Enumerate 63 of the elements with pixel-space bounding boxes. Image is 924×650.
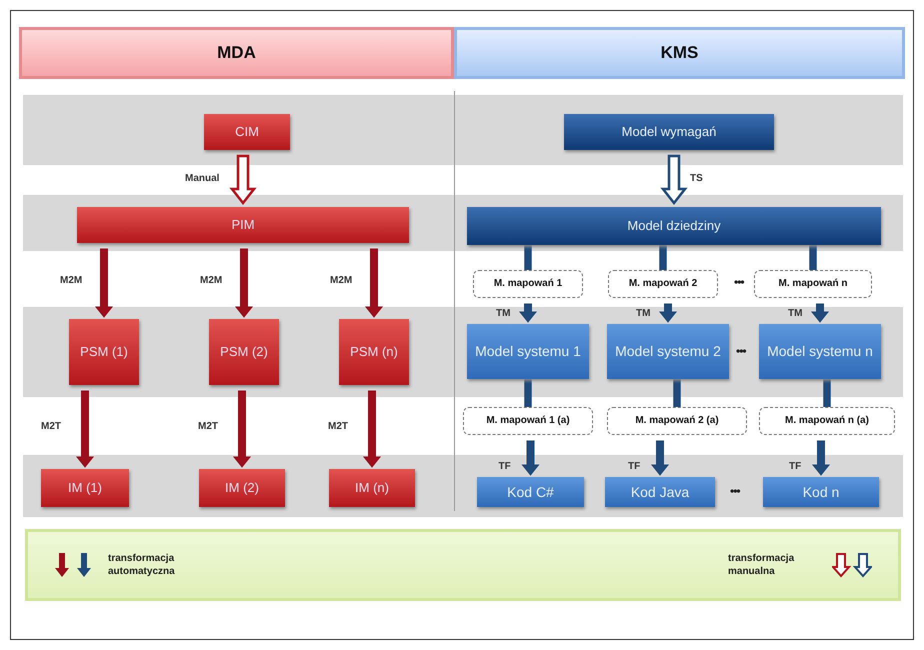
arrow (809, 244, 817, 270)
arrow (673, 378, 681, 408)
model-box: IM (2) (199, 469, 285, 507)
arrow (812, 440, 830, 476)
model-box: Kod Java (605, 477, 715, 507)
model-box: Model systemu 2 (607, 324, 729, 379)
arrow (229, 154, 257, 206)
arrow (521, 440, 540, 476)
arrow (234, 248, 254, 318)
edge-label: TS (690, 172, 703, 184)
model-box: Model wymagań (564, 114, 774, 150)
edge-label: TF (789, 461, 802, 472)
model-box: CIM (204, 114, 290, 150)
edge-label: M2M (330, 275, 352, 286)
arrow (659, 244, 667, 270)
ellipsis: ••• (734, 275, 744, 289)
arrow (364, 248, 384, 318)
arrow (524, 378, 532, 408)
edge-label: TF (498, 461, 511, 472)
mapping-box: M. mapowań 2 (608, 270, 718, 298)
edge-label: M2M (60, 275, 82, 286)
edge-label: TM (788, 308, 802, 319)
model-box: Kod n (763, 477, 879, 507)
arrow (650, 440, 670, 476)
model-box: Model dziedziny (467, 207, 881, 245)
arrow (232, 390, 252, 468)
edge-label: TM (636, 308, 650, 319)
mapping-box: M. mapowań 1 (a) (463, 407, 593, 435)
column-header: KMS (454, 27, 905, 79)
arrow (658, 304, 678, 323)
mapping-box: M. mapowań 2 (a) (607, 407, 747, 435)
model-box: PSM (n) (339, 319, 409, 385)
ellipsis: ••• (736, 344, 746, 358)
model-box: Model systemu 1 (467, 324, 589, 379)
model-box: PSM (1) (69, 319, 139, 385)
ellipsis: ••• (730, 484, 740, 498)
arrow (660, 154, 688, 206)
edge-label: TM (496, 308, 510, 319)
legend-text: transformacja automatyczna (108, 552, 176, 578)
edge-label: M2T (328, 421, 348, 432)
edge-label: Manual (185, 172, 220, 184)
edge-label: M2T (198, 421, 218, 432)
mapping-box: M. mapowań 1 (473, 270, 583, 298)
legend-text: transformacja manualna (728, 552, 796, 578)
arrow (810, 304, 830, 323)
arrow (518, 304, 538, 323)
edge-label: M2M (200, 275, 222, 286)
arrow (524, 244, 532, 270)
model-box: Kod C# (477, 477, 584, 507)
arrow (94, 248, 114, 318)
mapping-box: M. mapowań n (a) (759, 407, 895, 435)
model-box: PSM (2) (209, 319, 279, 385)
arrow (76, 390, 94, 468)
arrow (823, 378, 831, 408)
edge-label: TF (628, 461, 640, 472)
model-box: IM (n) (329, 469, 415, 507)
model-box: IM (1) (41, 469, 129, 507)
edge-label: M2T (41, 421, 61, 432)
column-header: MDA (19, 27, 454, 79)
model-box: Model systemu n (759, 324, 881, 379)
model-box: PIM (77, 207, 409, 243)
mapping-box: M. mapowań n (754, 270, 872, 298)
arrow (362, 390, 382, 468)
